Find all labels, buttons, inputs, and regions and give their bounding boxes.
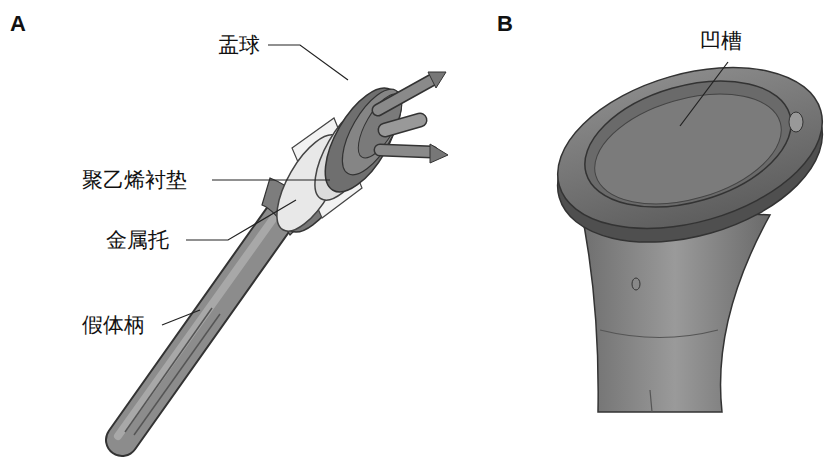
tray-closeup [538,39,840,412]
part-label: 聚乙烯衬垫 [82,169,187,192]
part-label: 假体柄 [82,314,145,337]
glenosphere [310,72,448,203]
leader-line [680,62,728,126]
part-label: 金属托 [106,229,169,252]
panel-letter: B [497,12,513,36]
part-label: 盂球 [218,34,260,57]
panel-letter: A [10,12,26,36]
part-label: 凹槽 [700,30,742,53]
leader-lines [162,45,348,325]
